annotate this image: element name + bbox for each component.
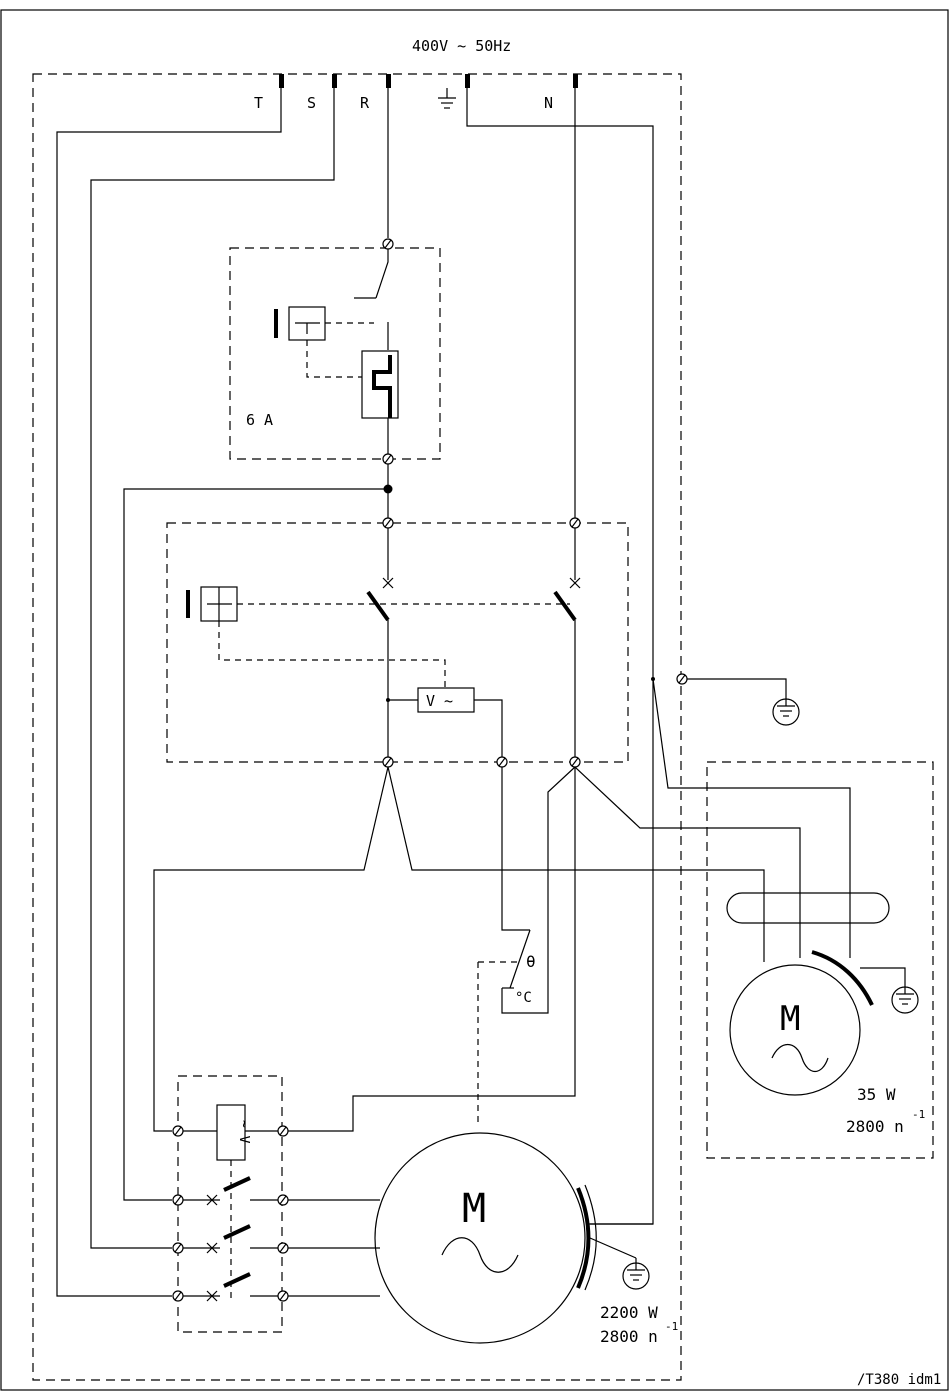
voltage-relay-label: V ~ (426, 692, 453, 710)
main-motor: M 2200 W 2800 n -1 (375, 1133, 678, 1346)
supply-voltage-label: 400V ~ 50Hz (412, 37, 511, 55)
terminal-r (386, 74, 391, 88)
wire-n-to-thermostat (502, 767, 575, 1013)
wire-n-to-fan (575, 767, 800, 958)
breaker-rating: 6 A (246, 411, 273, 429)
fan-motor-power: 35 W (857, 1085, 896, 1104)
motor-contactor-enclosure (178, 1076, 282, 1332)
main-motor-ground-icon (623, 1258, 649, 1289)
label-t: T (254, 94, 263, 112)
main-enclosure (33, 74, 681, 1380)
label-r: R (360, 94, 370, 112)
main-motor-power: 2200 W (600, 1303, 658, 1322)
main-motor-symbol: M (462, 1186, 486, 1232)
label-n: N (544, 94, 553, 112)
label-s: S (307, 94, 316, 112)
drawing-code: /T380 idm1 (857, 1372, 941, 1388)
fan-motor-ground-icon (892, 987, 918, 1013)
wire-pe (467, 88, 653, 1224)
fan-motor-speed-exp: -1 (912, 1108, 925, 1121)
wire-r-to-contactor (124, 489, 388, 1200)
main-switch-unit: V ~ (167, 518, 628, 767)
terminal-s (332, 74, 337, 88)
circuit-breaker: 6 A (230, 239, 440, 464)
motor-contactor: ~ V (173, 1076, 288, 1332)
fan-motor-speed: 2800 n (846, 1117, 904, 1136)
thermostat: θ °C (478, 930, 536, 1122)
wire-relay-to-thermostat (502, 767, 530, 930)
fan-enclosure (707, 762, 933, 1158)
coil-relay-label: ~ V (236, 1120, 251, 1144)
thermostat-symbol: θ (526, 952, 536, 971)
supply-terminals: T S R N (254, 74, 578, 112)
wire-phase-s (91, 88, 334, 1248)
terminal-pe (465, 74, 470, 88)
thermostat-unit: °C (515, 990, 532, 1006)
main-motor-speed-exp: -1 (665, 1320, 678, 1333)
main-switch-enclosure (167, 523, 628, 762)
main-motor-speed: 2800 n (600, 1327, 658, 1346)
wire-n-to-relay (288, 767, 575, 1131)
terminal-n (573, 74, 578, 88)
fan-motor: M 35 W 2800 n -1 (707, 762, 933, 1158)
supply-ground-icon (438, 88, 456, 108)
fan-motor-symbol: M (780, 999, 800, 1039)
terminal-t (279, 74, 284, 88)
fan-supply-ground-icon (773, 699, 799, 725)
